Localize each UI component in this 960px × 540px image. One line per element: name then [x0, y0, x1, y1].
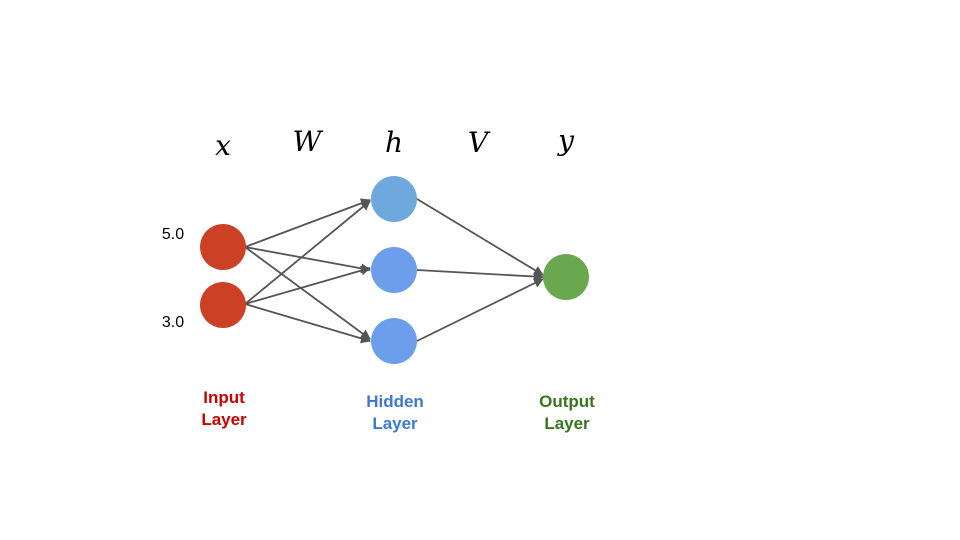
symbol-y: y — [556, 124, 575, 157]
input-node-1 — [200, 224, 246, 270]
edge-in2-h2 — [244, 265, 371, 305]
hidden-layer-label-line1: Hidden — [366, 392, 424, 411]
edge-h2-out — [416, 269, 544, 282]
hidden-layer-label-line2: Layer — [372, 414, 418, 433]
symbol-v: V — [468, 126, 491, 159]
symbol-h: h — [385, 126, 403, 159]
weights-w — [244, 198, 371, 344]
edge-in1-h2 — [244, 246, 371, 274]
output-node — [543, 254, 589, 300]
input-layer-label-line1: Input — [203, 388, 245, 407]
input-layer-label-line2: Layer — [201, 410, 247, 429]
edge-in2-h3 — [244, 303, 371, 344]
edge-h3-out — [416, 278, 544, 342]
hidden-node-3 — [371, 318, 417, 364]
input-value-1: 5.0 — [162, 226, 184, 243]
edge-h1-out — [416, 198, 544, 276]
output-layer-label-line2: Layer — [544, 414, 590, 433]
symbol-w: W — [293, 125, 324, 158]
edge-in2-h1 — [244, 200, 371, 305]
hidden-node-1 — [371, 176, 417, 222]
edge-in1-h1 — [244, 198, 371, 248]
weights-v — [416, 198, 544, 342]
input-node-2 — [200, 282, 246, 328]
output-layer-label-line1: Output — [539, 392, 595, 411]
symbol-x: x — [215, 129, 231, 162]
input-value-2: 3.0 — [162, 314, 184, 331]
hidden-node-2 — [371, 247, 417, 293]
edge-in1-h3 — [244, 246, 371, 340]
